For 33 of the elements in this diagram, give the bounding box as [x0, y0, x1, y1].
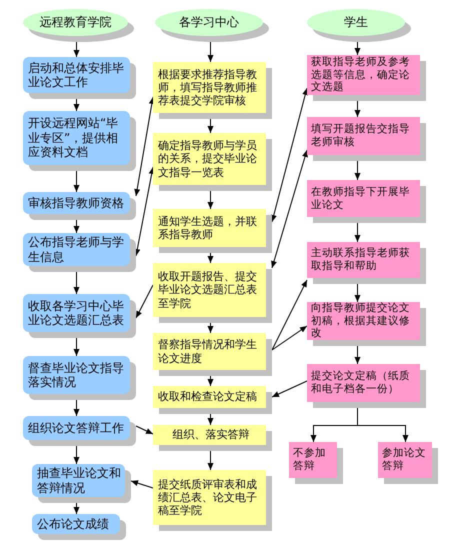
arrow	[74, 220, 80, 234]
arrow	[354, 346, 360, 364]
arrow	[208, 42, 214, 62]
arrow	[354, 42, 360, 56]
arrow	[272, 380, 308, 398]
arrow	[74, 446, 80, 464]
arrow	[74, 338, 80, 356]
double-headed-arrow	[270, 88, 308, 222]
double-headed-arrow	[134, 166, 155, 256]
arrow	[208, 414, 214, 426]
arrow	[354, 160, 360, 180]
arrow	[208, 190, 214, 210]
arrow	[74, 98, 80, 112]
arrow	[136, 284, 154, 318]
arrow	[208, 450, 214, 470]
arrow	[74, 42, 80, 58]
arrow	[354, 284, 360, 302]
double-headed-arrow	[134, 96, 155, 196]
arrow	[208, 118, 214, 134]
arrow	[272, 326, 308, 350]
arrow	[208, 322, 214, 334]
arrow	[74, 272, 80, 294]
arrow	[354, 222, 360, 242]
arrow	[74, 400, 80, 416]
arrow	[354, 100, 360, 118]
arrow	[74, 170, 80, 192]
arrow	[208, 252, 214, 264]
arrow	[136, 426, 154, 434]
arrow	[130, 480, 154, 488]
double-headed-arrow	[271, 150, 308, 268]
arrow	[272, 280, 308, 350]
arrow	[208, 376, 214, 386]
arrow	[74, 502, 80, 514]
